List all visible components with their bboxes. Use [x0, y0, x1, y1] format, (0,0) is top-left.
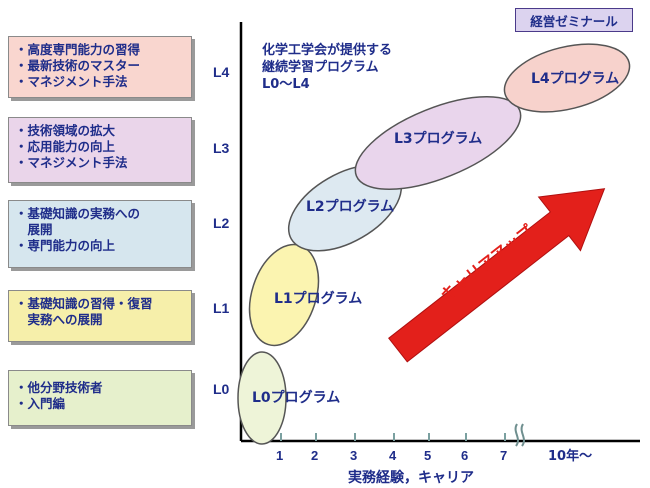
x-tick-label-5: 5: [424, 448, 431, 463]
x-tick-label-3: 3: [350, 448, 357, 463]
l3-desc-line-2: ・応用能力の向上: [15, 139, 116, 154]
x-tick-label-6: 6: [461, 448, 468, 463]
x-axis-label: 実務経験，キャリア: [348, 469, 474, 486]
l4-program-ellipse: [503, 43, 631, 113]
level-label-l4: L4: [213, 64, 230, 80]
axis-break-mark: [514, 423, 525, 447]
level-0-description: ・他分野技術者 ・入門編: [8, 370, 192, 426]
l3-program-label: L3プログラム: [394, 130, 482, 147]
l4-desc-line-2: ・最新技術のマスター: [15, 58, 141, 73]
x-tick-label-4: 4: [389, 448, 397, 463]
level-2-description: ・基礎知識の実務への 展開 ・専門能力の向上: [8, 200, 192, 268]
heading-line-3: L0～L4: [262, 77, 310, 92]
l2-desc-line-3: ・専門能力の向上: [15, 238, 116, 253]
l2-desc-line-2: 展開: [15, 222, 53, 237]
x-tick-label-1: 1: [276, 448, 283, 463]
l2-program-label: L2プログラム: [306, 198, 394, 215]
x-tick-marks: [280, 433, 506, 441]
x-tick-label-2: 2: [311, 448, 318, 463]
l0-desc-line-1: ・他分野技術者: [15, 380, 103, 395]
l1-desc-line-2: 実務への展開: [15, 312, 103, 327]
level-label-l3: L3: [213, 140, 230, 156]
x-tick-label-7: 7: [500, 448, 507, 463]
level-label-l0: L0: [213, 381, 230, 397]
l4-desc-line-1: ・高度専門能力の習得: [15, 42, 141, 57]
l4-program-label: L4プログラム: [531, 70, 619, 87]
heading-line-1: 化学工学会が提供する: [262, 43, 393, 58]
l3-program-ellipse: [354, 95, 522, 191]
seminar-tag: 経営ゼミナール: [515, 8, 633, 32]
l3-desc-line-1: ・技術領域の拡大: [15, 123, 116, 138]
x-tick-label-10plus: 10年～: [548, 448, 592, 464]
l0-desc-line-2: ・入門編: [15, 396, 66, 411]
level-1-description: ・基礎知識の習得・復習 実務への展開: [8, 290, 192, 342]
level-label-l2: L2: [213, 215, 230, 231]
l2-desc-line-1: ・基礎知識の実務への: [15, 206, 141, 221]
l0-program-label: L0プログラム: [252, 389, 340, 406]
l3-desc-line-3: ・マネジメント手法: [15, 155, 128, 170]
heading-line-2: 継続学習プログラム: [262, 60, 379, 75]
l1-desc-line-1: ・基礎知識の習得・復習: [15, 296, 153, 311]
l4-desc-line-3: ・マネジメント手法: [15, 74, 128, 89]
program-heading: 化学工学会が提供する 継続学習プログラム L0～L4: [262, 42, 392, 93]
l0-program-ellipse: [237, 351, 287, 445]
level-3-description: ・技術領域の拡大 ・応用能力の向上 ・マネジメント手法: [8, 117, 192, 183]
career-up-arrow-shape: [388, 188, 606, 363]
level-4-description: ・高度専門能力の習得 ・最新技術のマスター ・マネジメント手法: [8, 36, 192, 98]
l1-program-label: L1プログラム: [274, 290, 362, 307]
level-label-l1: L1: [213, 300, 230, 316]
career-up-arrow: [388, 188, 606, 363]
